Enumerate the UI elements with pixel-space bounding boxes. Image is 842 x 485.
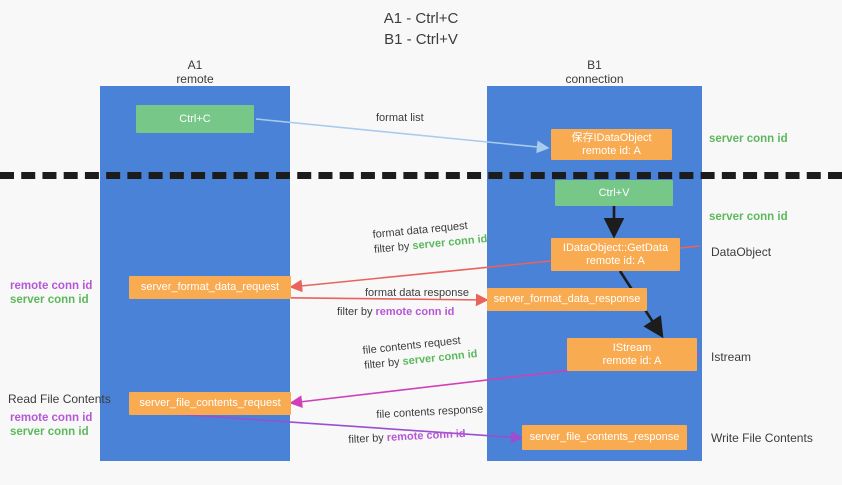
edge-label-format-list: format list [376,112,424,124]
box-server-format-data-response-label: server_format_data_response [493,293,641,305]
edge-label-format-data-response: format data response [365,286,469,301]
edge-label-format-data-response-title: format data response [365,287,469,299]
box-idataobject[interactable]: 保存IDataObject remote id: A [551,129,672,160]
edge-label-file-contents-response-title: file contents response [376,403,484,421]
box-istream-line2: remote id: A [602,354,662,367]
box-ctrl-v-label: Ctrl+V [598,186,630,199]
box-server-file-contents-request[interactable]: server_file_contents_request [129,392,291,415]
tag-remote-conn-id: remote conn id [375,306,455,318]
label-read-file-contents: Read File Contents [8,392,111,406]
box-istream[interactable]: IStream remote id: A [567,338,697,371]
box-idataobject-line1: 保存IDataObject [571,131,652,144]
box-server-format-data-request[interactable]: server_format_data_request [129,276,291,299]
label-server-conn-id-mid: server conn id [709,211,788,223]
box-server-file-contents-request-label: server_file_contents_request [139,397,281,409]
edge-label-file-contents-request-filter: filter by [363,355,404,372]
edge-label-format-data-response-filter: filter by [337,306,376,318]
column-header-a1: A1 remote [176,58,214,86]
label-left-remote-conn-id-upper: remote conn id [10,280,93,292]
box-server-format-data-response[interactable]: server_format_data_response [487,288,647,311]
box-server-file-contents-response[interactable]: server_file_contents_response [522,425,687,450]
box-ctrl-v[interactable]: Ctrl+V [555,180,673,206]
label-dataobject: DataObject [711,245,772,259]
box-server-format-data-request-label: server_format_data_request [140,281,280,293]
edge-label-format-data-response-filter-row: filter by remote conn id [337,305,454,320]
label-left-conn-ids-lower: remote conn id server conn id [10,411,92,439]
column-header-b1: B1 connection [565,58,624,86]
box-ctrl-c[interactable]: Ctrl+C [136,105,254,133]
edge-label-file-contents-response-filter: filter by [348,431,388,446]
label-left-server-conn-id-lower: server conn id [10,426,89,438]
label-left-remote-conn-id-lower: remote conn id [10,412,93,424]
box-getdata-line1: IDataObject::GetData [562,241,669,254]
box-ctrl-c-label: Ctrl+C [179,112,211,125]
label-istream: Istream [711,350,752,364]
page-title: A1 - Ctrl+C B1 - Ctrl+V [383,10,459,48]
edge-label-format-data-request-filter: filter by [373,240,414,256]
label-server-conn-id-top: server conn id [709,133,788,145]
edge-label-file-contents-response: file contents response [376,402,484,423]
box-getdata-line2: remote id: A [586,254,645,267]
edge-label-format-data-request: format data request filter by server con… [372,217,488,258]
tag-remote-conn-id-2: remote conn id [386,427,466,444]
box-idataobject-line2: remote id: A [582,144,641,157]
box-server-file-contents-response-label: server_file_contents_response [529,431,680,443]
label-write-file-contents: Write File Contents [711,431,813,445]
box-getdata[interactable]: IDataObject::GetData remote id: A [551,238,680,271]
divider-dashed [0,172,842,179]
edge-label-file-contents-request: file contents request filter by server c… [362,332,478,374]
box-istream-line1: IStream [612,341,652,354]
edge-label-file-contents-response-filter-row: filter by remote conn id [348,427,466,448]
label-left-conn-ids-upper: remote conn id server conn id [10,279,92,307]
label-left-server-conn-id-upper: server conn id [10,294,89,306]
